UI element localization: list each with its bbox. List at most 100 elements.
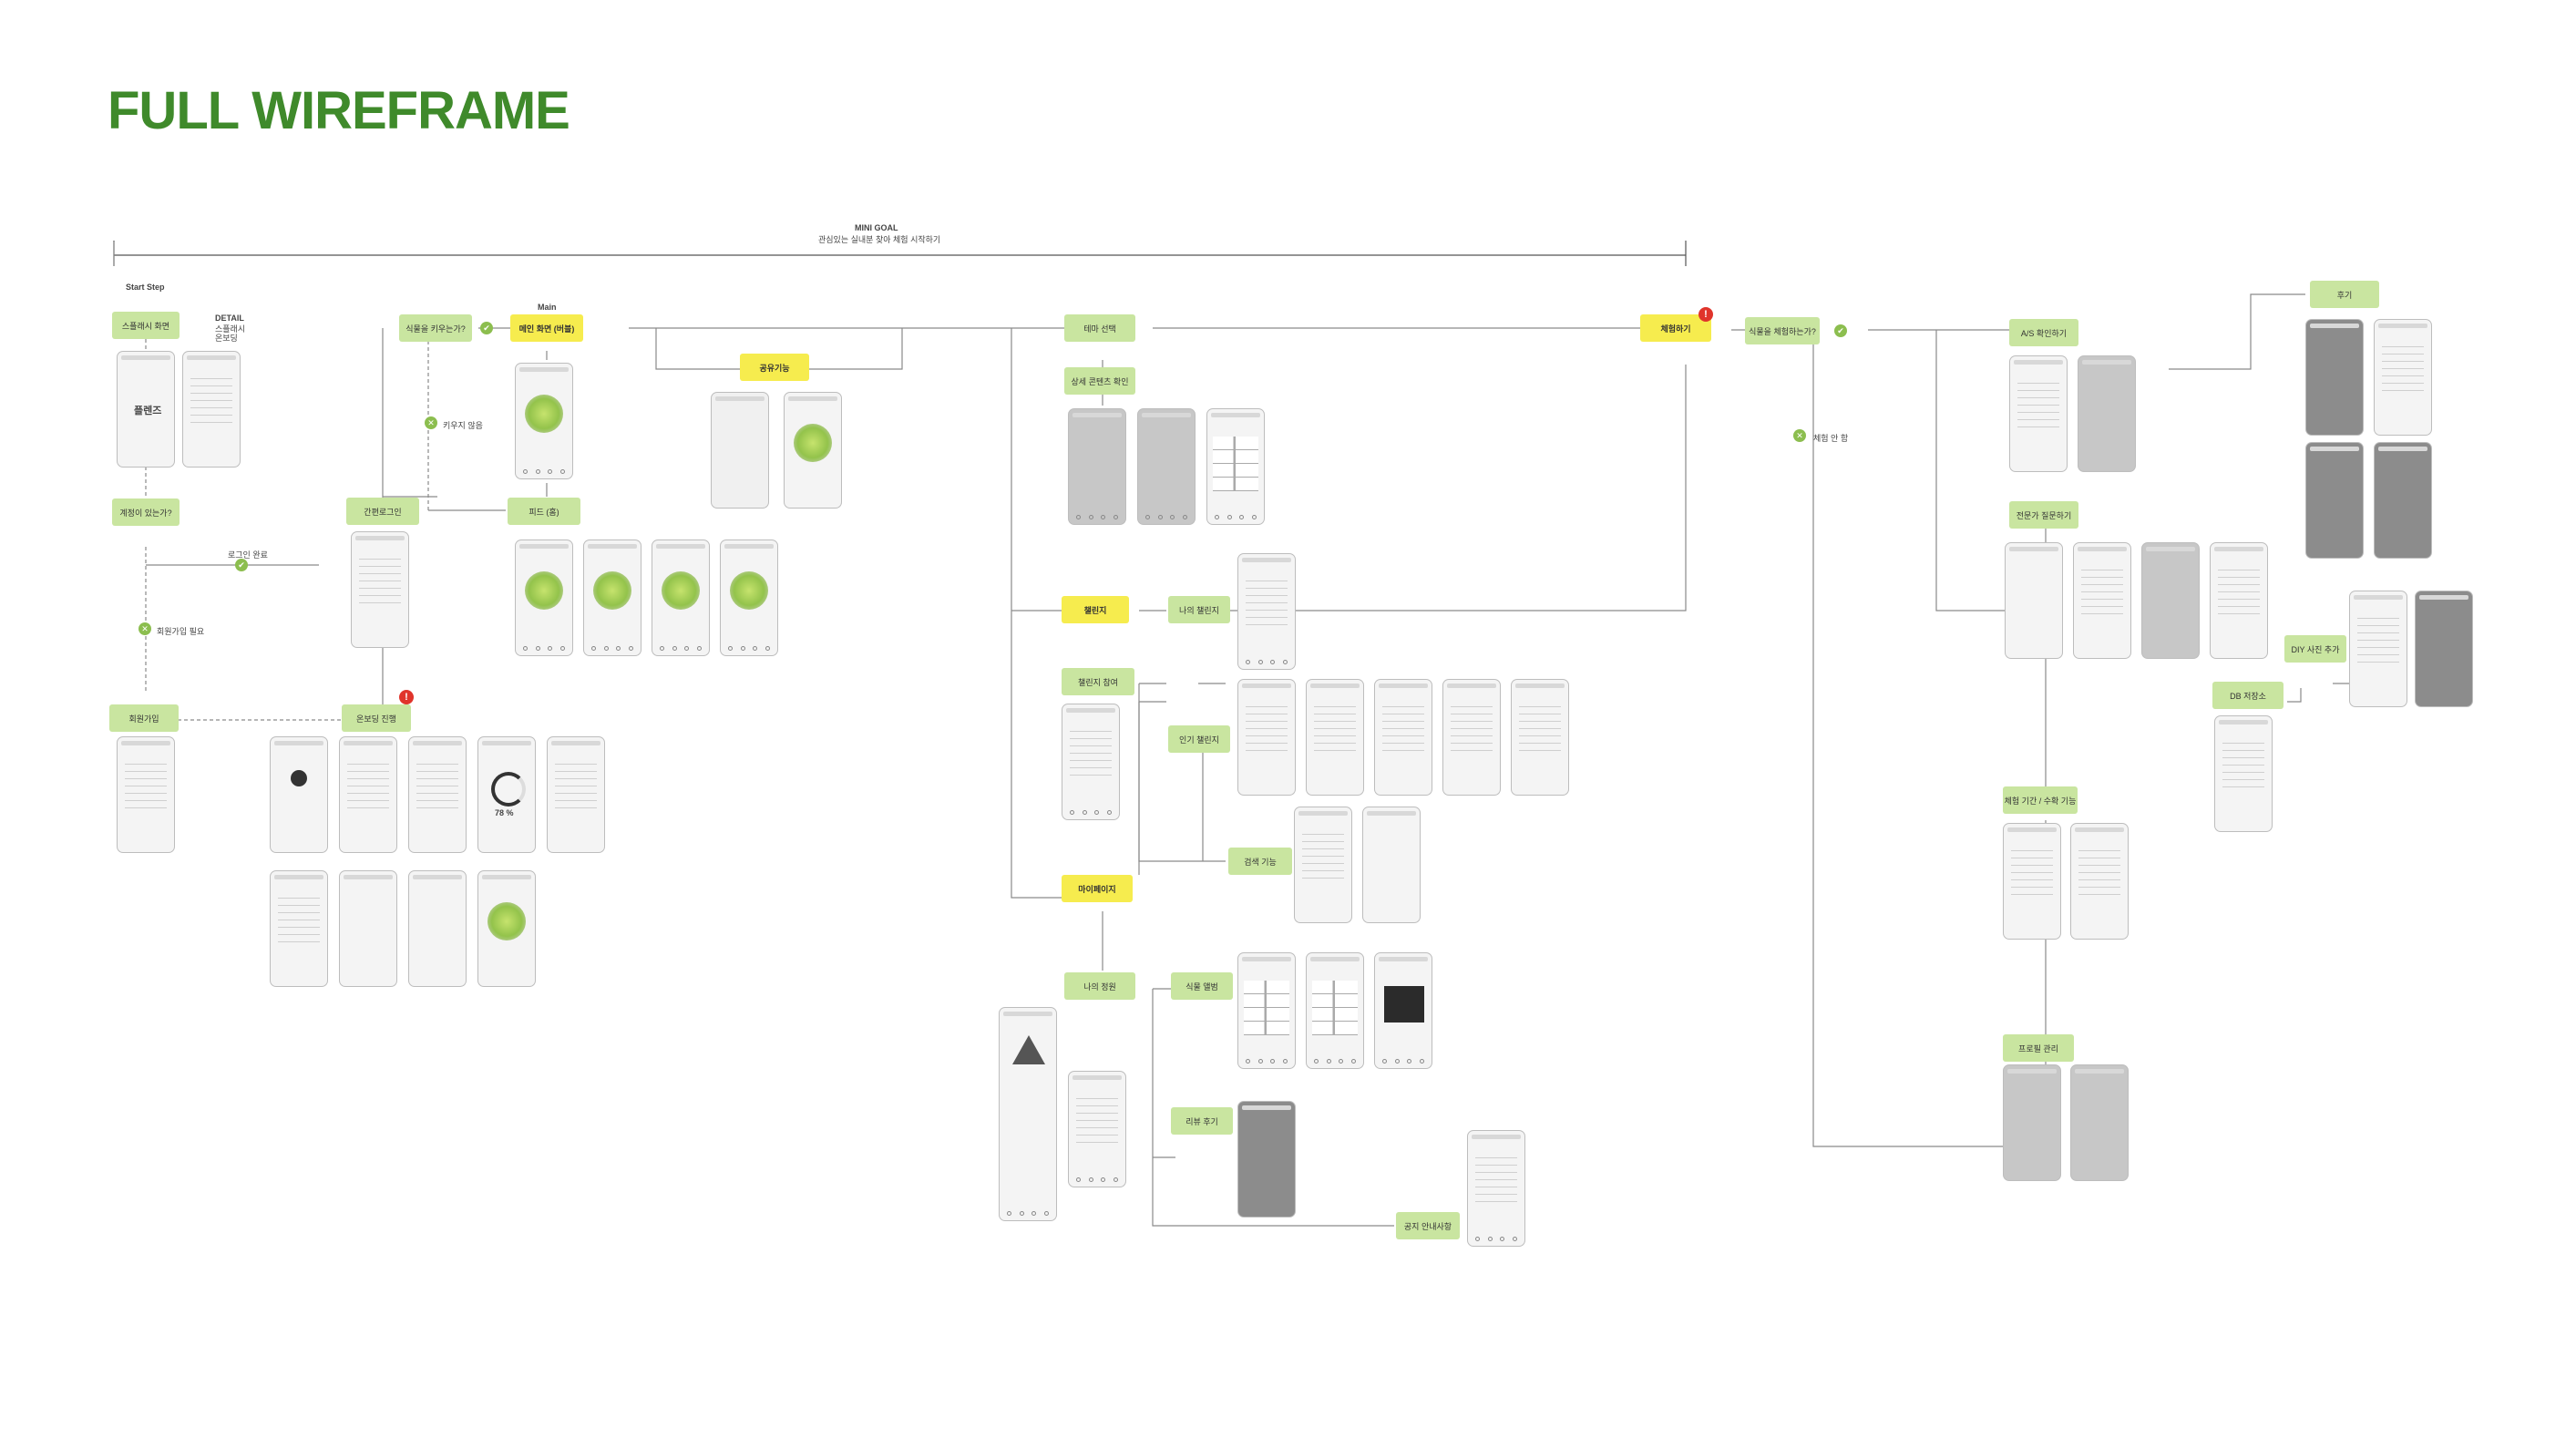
screen-splash: 플렌즈 [117, 351, 175, 468]
node-mypage: 마이페이지 [1062, 875, 1133, 902]
screen-notice [1467, 1130, 1525, 1247]
screen-profile-2 [2070, 1064, 2129, 1181]
alert-experience-icon: ! [1699, 307, 1713, 322]
node-condition: 체험 기간 / 수확 기능 [2003, 786, 2078, 814]
screen-share-2 [784, 392, 842, 509]
screen-review-1 [2305, 319, 2364, 436]
node-posting: A/S 확인하기 [2009, 319, 2078, 346]
detail-line-2: 온보딩 [215, 334, 238, 343]
node-onboarding: 온보딩 진행 [342, 704, 411, 732]
label-user-no: 회원가입 필요 [157, 627, 205, 636]
screen-onboard-progress: 78 % [477, 736, 536, 853]
screen-review-3 [2305, 442, 2364, 559]
screen-expert-3 [2141, 542, 2200, 659]
screen-onboard-7 [339, 870, 397, 987]
detail-line-1: 스플래시 [215, 324, 246, 334]
screen-expert-1 [2005, 542, 2063, 659]
screen-hot-1 [1237, 679, 1296, 796]
node-main-screen: 메인 화면 (버블) [510, 314, 583, 342]
screen-onboard-5 [547, 736, 605, 853]
node-challenge: 챌린지 [1062, 596, 1129, 623]
screen-onboard-1 [270, 736, 328, 853]
label-buy-no: 체험 안 함 [1813, 434, 1849, 443]
node-hot-challenge: 인기 챌린지 [1168, 725, 1230, 753]
node-splash: 스플래시 화면 [112, 312, 180, 339]
screen-expert-2 [2073, 542, 2131, 659]
screen-detail-1 [1068, 408, 1126, 525]
screen-expert-4 [2210, 542, 2268, 659]
screen-search-1 [1294, 807, 1352, 923]
plant-yes-check-icon: ✔ [480, 322, 493, 334]
node-purchase: 식물을 체험하는가? [1745, 317, 1820, 344]
screen-review-4 [2374, 442, 2432, 559]
screen-main-bubble [515, 363, 573, 479]
node-easy-login: 간편로그인 [346, 498, 419, 525]
screen-review-2 [2374, 319, 2432, 436]
mini-goal-sub: 관심있는 실내분 찾아 체험 시작하기 [818, 235, 941, 244]
screen-diy-2 [2415, 591, 2473, 707]
screen-onboard-6 [270, 870, 328, 987]
buy-yes-check-icon: ✔ [1834, 324, 1847, 337]
screen-my-garden [999, 1007, 1057, 1221]
screen-hot-2 [1306, 679, 1364, 796]
screen-feed-3 [652, 540, 710, 656]
screen-share-1 [711, 392, 769, 509]
node-diy-photo: DIY 사진 추가 [2284, 635, 2346, 663]
screen-diy-1 [2349, 591, 2407, 707]
screen-onboard-result [477, 870, 536, 987]
detail-label: DETAIL [215, 313, 244, 323]
start-step-label: Start Step [126, 283, 165, 292]
screen-onboard-8 [408, 870, 467, 987]
mini-goal-label: MINI GOAL [855, 223, 898, 232]
screen-detail-2 [1137, 408, 1196, 525]
node-my-review: 리뷰 후기 [1171, 1107, 1233, 1135]
screen-db [2214, 715, 2273, 832]
screen-condition-1 [2003, 823, 2061, 940]
page-title: FULL WIREFRAME [108, 81, 570, 140]
node-select: 테마 선택 [1064, 314, 1135, 342]
node-join-challenge: 챌린지 참여 [1062, 668, 1134, 695]
screen-hot-4 [1442, 679, 1501, 796]
node-db-add: DB 저장소 [2212, 682, 2284, 709]
node-signup: 회원가입 [109, 704, 179, 732]
node-my-plant: 나의 정원 [1064, 972, 1135, 1000]
screen-detail-3 [1206, 408, 1265, 525]
yes-check-icon: ✔ [235, 559, 248, 571]
node-reregister: 프로필 관리 [2003, 1034, 2074, 1062]
main-label: Main [538, 303, 557, 312]
node-feed: 피드 (홈) [508, 498, 580, 525]
node-account: 계정이 있는가? [112, 498, 180, 526]
app-name: 플렌즈 [134, 406, 162, 416]
screen-my-garden-2 [1068, 1071, 1126, 1187]
node-expert: 전문가 질문하기 [2009, 501, 2078, 529]
screen-review [1237, 1101, 1296, 1218]
node-plant-album: 식물 앨범 [1171, 972, 1233, 1000]
screen-feed-1 [515, 540, 573, 656]
node-my-challenge: 나의 챌린지 [1168, 596, 1230, 623]
screen-profile-1 [2003, 1064, 2061, 1181]
screen-feed-4 [720, 540, 778, 656]
node-search: 검색 기능 [1228, 848, 1292, 875]
node-review: 후기 [2310, 281, 2379, 308]
screen-easy-login [351, 531, 409, 648]
screen-album-3 [1374, 952, 1432, 1069]
buy-no-x-icon: ✕ [1793, 429, 1806, 442]
label-plant-no: 키우지 않음 [443, 421, 483, 430]
screen-my-challenge [1237, 553, 1296, 670]
screen-posting-1 [2009, 355, 2068, 472]
node-plant-choice: 식물을 키우는가? [399, 314, 472, 342]
node-notice: 공지 안내사항 [1396, 1212, 1460, 1239]
screen-album-2 [1306, 952, 1364, 1069]
screen-posting-2 [2078, 355, 2136, 472]
screen-album-1 [1237, 952, 1296, 1069]
screen-condition-2 [2070, 823, 2129, 940]
screen-join-challenge [1062, 704, 1120, 820]
screen-feed-2 [583, 540, 641, 656]
no-x-icon: ✕ [139, 622, 151, 635]
label-user-yes: 로그인 완료 [228, 550, 268, 560]
plant-no-x-icon: ✕ [425, 416, 437, 429]
screen-onboard-2 [339, 736, 397, 853]
screen-hot-3 [1374, 679, 1432, 796]
screen-onboard-3 [408, 736, 467, 853]
screen-hot-5 [1511, 679, 1569, 796]
